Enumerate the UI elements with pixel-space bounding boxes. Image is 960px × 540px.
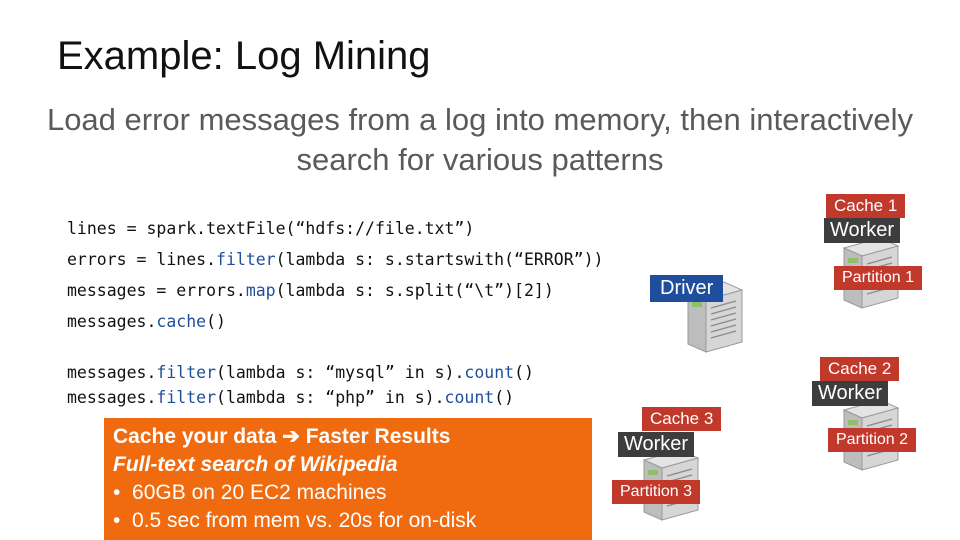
code-string: “mysql” <box>325 363 395 382</box>
bullet-text: 60GB on 20 EC2 machines <box>132 481 387 504</box>
code-keyword: filter <box>216 250 276 269</box>
code-keyword: map <box>245 281 276 300</box>
code-text: in s). <box>394 363 465 382</box>
callout-bullet-1: • 60GB on 20 EC2 machines <box>113 479 583 507</box>
worker-label-3: Worker <box>618 432 695 457</box>
arrow-icon: ➔ <box>282 425 300 448</box>
cache-label-1: Cache 1 <box>826 194 906 218</box>
code-text: (lambda s: s.startswith( <box>275 250 515 269</box>
code-line-1: lines = spark.textFile(“hdfs://file.txt”… <box>67 219 474 238</box>
callout-bullet-2: • 0.5 sec from mem vs. 20s for on-disk <box>113 507 583 535</box>
code-string: “php” <box>325 388 375 407</box>
callout-heading-a: Cache your data <box>113 425 277 448</box>
code-string: “hdfs://file.txt” <box>295 219 465 238</box>
bullet-icon: • <box>113 509 121 532</box>
slide-title: Example: Log Mining <box>57 34 431 78</box>
partition-label-2: Partition 2 <box>828 428 917 452</box>
code-text: in s). <box>374 388 445 407</box>
slide-subtitle: Load error messages from a log into memo… <box>46 102 914 177</box>
code-string: “\t” <box>464 281 505 300</box>
code-line-3: messages = errors.map(lambda s: s.split(… <box>67 281 554 300</box>
worker-label-1: Worker <box>824 218 901 243</box>
code-text: messages. <box>67 363 157 382</box>
code-text: (lambda s: s.split( <box>275 281 465 300</box>
code-line-2: errors = lines.filter(lambda s: s.starts… <box>67 250 603 269</box>
server-icon <box>686 281 744 353</box>
callout-box: Cache your data ➔ Faster Results Full-te… <box>104 418 592 540</box>
code-text: messages. <box>67 388 157 407</box>
code-text: errors = lines. <box>67 250 217 269</box>
callout-heading-b: Faster Results <box>305 425 451 448</box>
callout-subheading: Full-text search of Wikipedia <box>113 453 398 476</box>
code-keyword: cache <box>156 312 207 331</box>
code-text: (lambda s: <box>216 363 326 382</box>
code-text: lines = spark.textFile( <box>67 219 296 238</box>
cache-label-3: Cache 3 <box>642 407 722 431</box>
code-text: (lambda s: <box>216 388 326 407</box>
code-keyword: filter <box>156 363 217 382</box>
code-keyword: count <box>464 363 515 382</box>
code-keyword: count <box>444 388 495 407</box>
code-text: () <box>514 363 534 382</box>
bullet-text: 0.5 sec from mem vs. 20s for on-disk <box>132 509 477 532</box>
code-text: )[2]) <box>504 281 554 300</box>
code-line-5: messages.filter(lambda s: “mysql” in s).… <box>67 363 534 382</box>
code-keyword: filter <box>156 388 217 407</box>
code-text: messages = errors. <box>67 281 246 300</box>
worker-label-2: Worker <box>812 381 889 406</box>
code-text: () <box>494 388 515 407</box>
callout-heading: Cache your data ➔ Faster Results <box>113 423 583 451</box>
bullet-icon: • <box>113 481 121 504</box>
code-text: ) <box>464 219 475 238</box>
code-text: messages. <box>67 312 157 331</box>
code-line-4: messages.cache() <box>67 312 226 331</box>
cache-label-2: Cache 2 <box>820 357 900 381</box>
code-text: () <box>206 312 226 331</box>
partition-label-3: Partition 3 <box>612 480 701 504</box>
driver-label: Driver <box>650 275 724 302</box>
partition-label-1: Partition 1 <box>834 266 923 290</box>
code-string: “ERROR” <box>514 250 584 269</box>
code-text: )) <box>583 250 604 269</box>
code-line-6: messages.filter(lambda s: “php” in s).co… <box>67 388 514 407</box>
